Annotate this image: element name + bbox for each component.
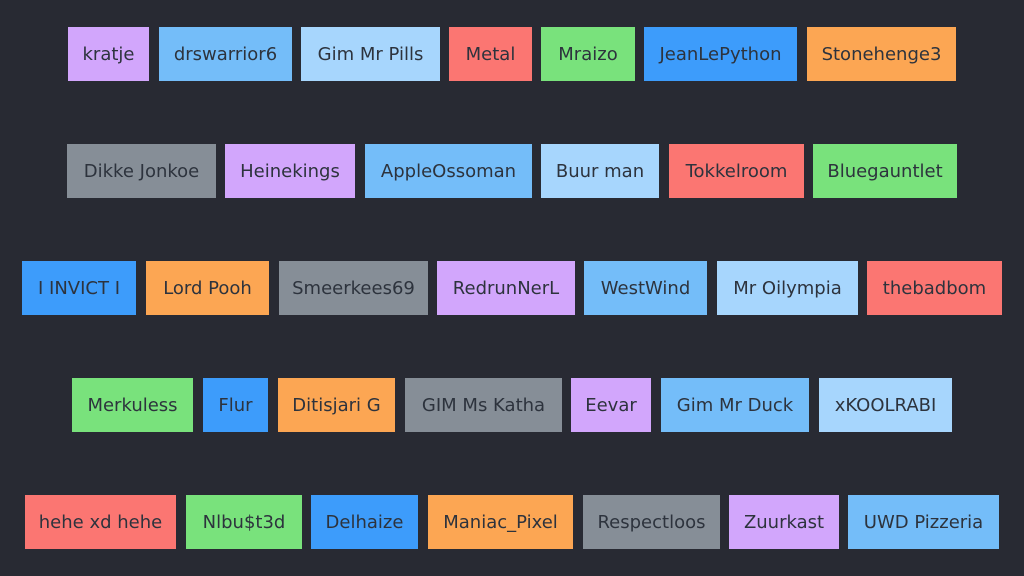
name-tag-gim-mr-duck[interactable]: Gim Mr Duck: [661, 378, 809, 432]
name-tag-uwd-pizzeria[interactable]: UWD Pizzeria: [848, 495, 999, 549]
name-tag-gim-mr-pills[interactable]: Gim Mr Pills: [301, 27, 440, 81]
name-tag-i-invict-i[interactable]: I INVICT I: [22, 261, 136, 315]
name-tag-xkoolrabi[interactable]: xKOOLRABI: [819, 378, 952, 432]
name-tag-buur-man[interactable]: Buur man: [541, 144, 659, 198]
name-tag-hehe-xd-hehe[interactable]: hehe xd hehe: [25, 495, 176, 549]
name-tag-ditisjari-g[interactable]: Ditisjari G: [278, 378, 395, 432]
name-tag-smeerkees69[interactable]: Smeerkees69: [279, 261, 428, 315]
name-tag-westwind[interactable]: WestWind: [584, 261, 707, 315]
name-tag-eevar[interactable]: Eevar: [571, 378, 651, 432]
name-tag-heinekings[interactable]: Heinekings: [225, 144, 355, 198]
name-tag-metal[interactable]: Metal: [449, 27, 532, 81]
name-tag-stonehenge3[interactable]: Stonehenge3: [807, 27, 956, 81]
name-tag-drswarrior6[interactable]: drswarrior6: [159, 27, 292, 81]
name-tag-zuurkast[interactable]: Zuurkast: [729, 495, 839, 549]
name-tag-nlbu-t3d[interactable]: Nlbu$t3d: [186, 495, 302, 549]
name-tag-kratje[interactable]: kratje: [68, 27, 149, 81]
name-tag-maniac-pixel[interactable]: Maniac_Pixel: [428, 495, 573, 549]
name-tag-mr-oilympia[interactable]: Mr Oilympia: [717, 261, 858, 315]
name-tag-redrunnerl[interactable]: RedrunNerL: [437, 261, 575, 315]
name-tag-delhaize[interactable]: Delhaize: [311, 495, 418, 549]
name-tag-flur[interactable]: Flur: [203, 378, 268, 432]
name-tag-lord-pooh[interactable]: Lord Pooh: [146, 261, 269, 315]
name-tag-appleossoman[interactable]: AppleOssoman: [365, 144, 532, 198]
name-tag-mraizo[interactable]: Mraizo: [541, 27, 635, 81]
name-tag-jeanlepython[interactable]: JeanLePython: [644, 27, 797, 81]
name-tag-gim-ms-katha[interactable]: GIM Ms Katha: [405, 378, 562, 432]
name-tag-respectloos[interactable]: Respectloos: [583, 495, 720, 549]
name-tag-tokkelroom[interactable]: Tokkelroom: [669, 144, 804, 198]
name-tag-merkuless[interactable]: Merkuless: [72, 378, 193, 432]
name-tag-bluegauntlet[interactable]: Bluegauntlet: [813, 144, 957, 198]
name-tag-thebadbom[interactable]: thebadbom: [867, 261, 1002, 315]
name-tag-dikke-jonkoe[interactable]: Dikke Jonkoe: [67, 144, 216, 198]
